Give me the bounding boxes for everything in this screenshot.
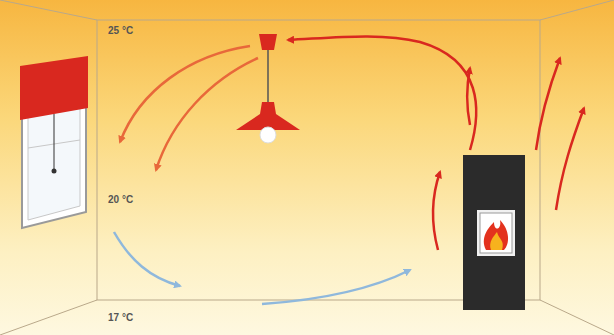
ceiling-lamp xyxy=(236,34,300,143)
cooling-air-arrows xyxy=(120,46,258,170)
temperature-label: 25 °C xyxy=(108,25,133,37)
cool-air-arrows xyxy=(114,232,410,304)
temperature-label: 20 °C xyxy=(108,194,133,206)
window xyxy=(20,56,88,228)
temperature-label: 17 °C xyxy=(108,312,133,324)
warm-air-arrows xyxy=(288,36,584,250)
stove xyxy=(463,155,525,310)
